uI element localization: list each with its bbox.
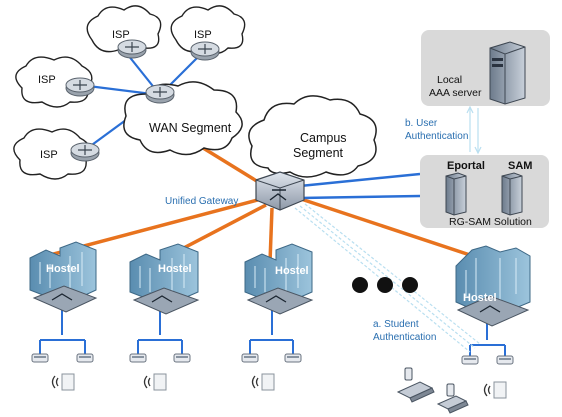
wireless-ap-icon xyxy=(51,373,75,391)
aaa-server-panel: Local AAA server xyxy=(421,30,550,106)
hostel-4: Hostel xyxy=(455,245,531,399)
unified-gateway-switch: Unified Gateway xyxy=(165,171,305,211)
isp-cloud-3: ISP xyxy=(15,56,95,108)
solution-label: RG-SAM Solution xyxy=(449,216,532,228)
campus-label-line1: Campus xyxy=(300,131,347,145)
user-auth-label-line1: b. User xyxy=(405,118,438,129)
hostel-1: Hostel xyxy=(29,241,98,391)
isp-label-2: ISP xyxy=(194,29,212,41)
aaa-label-line1: Local xyxy=(437,74,462,86)
server-icon xyxy=(489,41,526,105)
unified-gateway-label: Unified Gateway xyxy=(165,196,238,207)
laptop-icon xyxy=(396,381,435,403)
hostel-label-4: Hostel xyxy=(463,292,497,304)
hostel-3: Hostel xyxy=(241,243,314,391)
hostel-label-2: Hostel xyxy=(158,263,192,275)
sam-server-icon xyxy=(501,172,523,216)
isp-router-icon xyxy=(70,142,100,162)
wan-segment-label: WAN Segment xyxy=(149,121,232,135)
isp-router-icon xyxy=(117,39,147,59)
eportal-label: Eportal xyxy=(447,160,485,172)
campus-label-line2: Segment xyxy=(293,146,344,160)
phone-icon xyxy=(446,383,455,397)
more-hostels-ellipsis xyxy=(352,277,418,293)
hostel-label-3: Hostel xyxy=(275,265,309,277)
wireless-ap-icon xyxy=(483,381,507,399)
laptop-icon xyxy=(436,395,469,414)
isp-cloud-4: ISP xyxy=(13,128,100,180)
isp-label-1: ISP xyxy=(112,29,130,41)
aaa-label-line2: AAA server xyxy=(429,87,482,99)
wan-router-icon xyxy=(145,84,175,104)
wireless-ap-icon xyxy=(143,373,167,391)
wan-segment-cloud: WAN Segment xyxy=(123,81,243,156)
student-auth-label-line1: a. Student xyxy=(373,319,419,330)
sam-label: SAM xyxy=(508,160,532,172)
isp-cloud-1: ISP xyxy=(86,5,162,59)
hostel-label-1: Hostel xyxy=(46,263,80,275)
isp-router-icon xyxy=(190,41,220,61)
user-auth-label-line2: Authentication xyxy=(405,131,468,142)
rg-sam-solution-panel: Eportal SAM RG-SAM Solution xyxy=(420,155,549,228)
phone-icon xyxy=(404,367,413,381)
isp-label-3: ISP xyxy=(38,74,56,86)
student-auth-label-line2: Authentication xyxy=(373,332,436,343)
eportal-server-icon xyxy=(445,172,467,216)
wireless-ap-icon xyxy=(251,373,275,391)
isp-router-icon xyxy=(65,77,95,97)
hostel-2: Hostel xyxy=(129,243,200,391)
isp-label-4: ISP xyxy=(40,149,58,161)
isp-cloud-2: ISP xyxy=(170,5,246,61)
campus-segment-cloud: Campus Segment xyxy=(248,95,377,178)
